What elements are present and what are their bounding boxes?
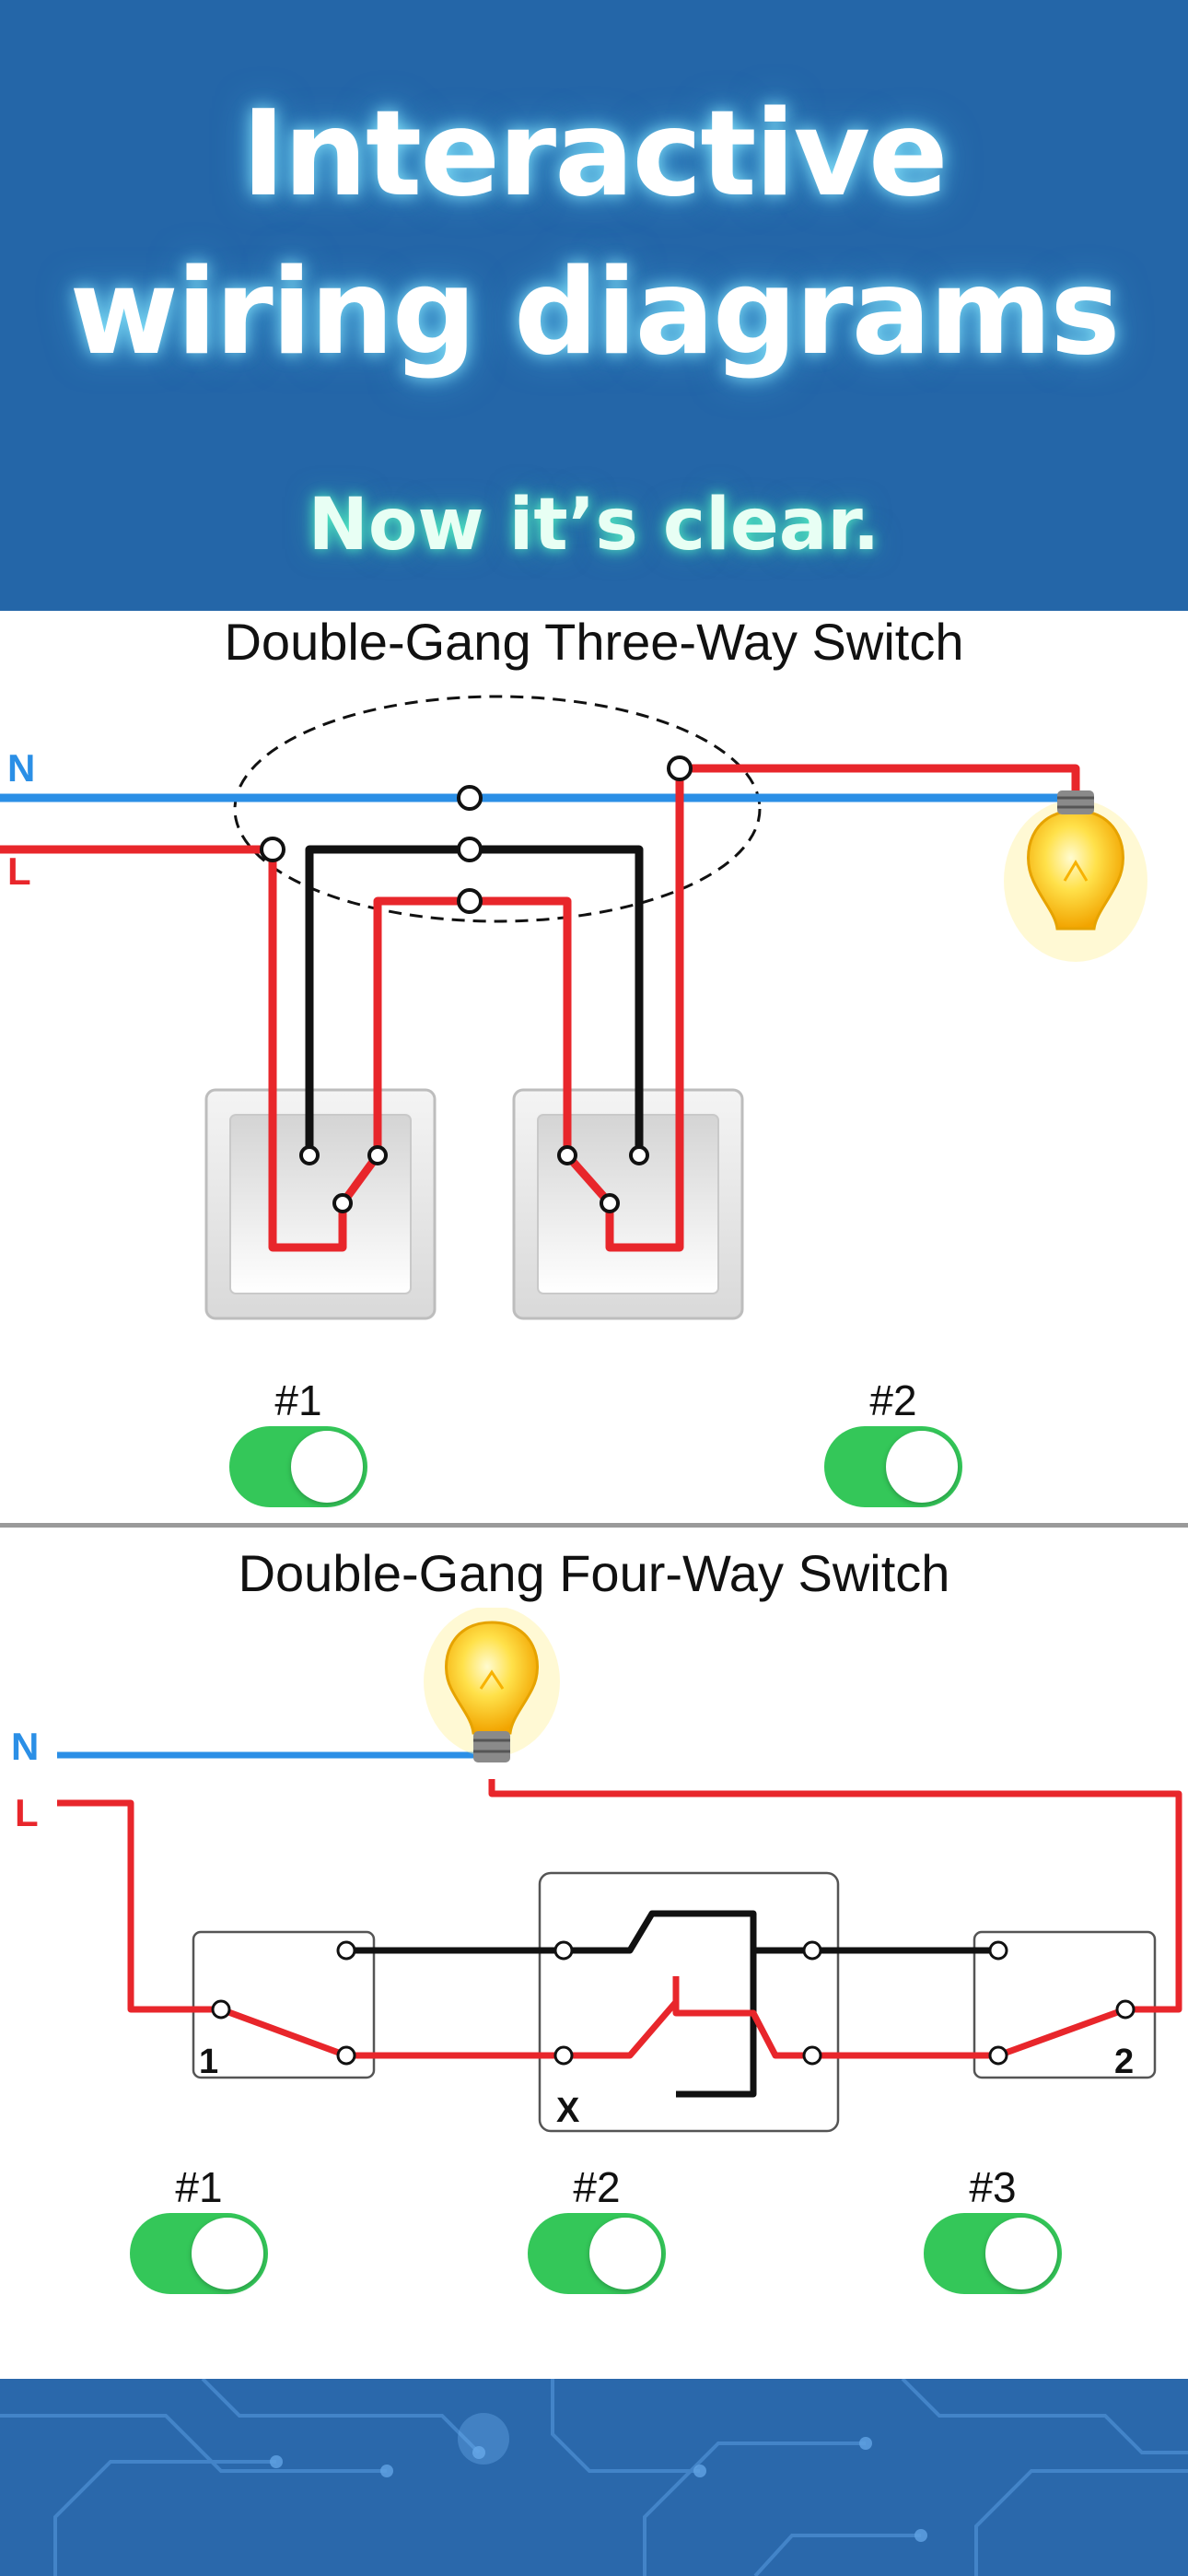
four-way-switch-x-label: X — [556, 2091, 580, 2130]
three-way-diagram: N L — [0, 695, 1147, 1320]
switch-plate-1 — [204, 1088, 437, 1320]
four-way-switch-box-x — [538, 1871, 840, 2133]
four-way-toggle-3-group: #3 — [919, 2161, 1066, 2294]
switch-plate-2 — [512, 1088, 744, 1320]
footer-banner — [0, 2379, 1188, 2576]
four-way-switch-2-label: 2 — [1114, 2043, 1134, 2081]
four-way-switch-box-2 — [973, 1930, 1157, 2079]
four-way-toggle-3-label: #3 — [969, 2163, 1017, 2211]
three-way-toggle-1-group: #1 — [225, 1375, 372, 1507]
header-banner: Interactive wiring diagrams Now it’s cle… — [0, 0, 1188, 611]
switch-2-lever — [996, 2006, 1127, 2059]
four-way-switch-1-toggle[interactable] — [130, 2213, 268, 2294]
four-way-toggle-1-group: #1 — [125, 2161, 273, 2294]
switched-live-wire — [488, 1779, 1182, 2013]
switch-2-lever — [564, 1153, 613, 1206]
four-way-toggle-2-group: #2 — [523, 2161, 670, 2294]
junction-box — [233, 695, 762, 923]
line-label: L — [15, 1791, 39, 1834]
three-way-toggle-2-label: #2 — [869, 1376, 917, 1424]
terminal-icon — [260, 755, 693, 1213]
neutral-label: N — [11, 1725, 39, 1768]
four-way-switch-x-toggle[interactable] — [528, 2213, 666, 2294]
headline: Interactive wiring diagrams — [0, 76, 1188, 392]
x-switch-black-contact — [564, 1910, 757, 2098]
live-wire — [0, 845, 347, 1252]
four-way-diagram: N L 1 X 2 — [11, 1608, 1182, 2133]
three-way-title: Double-Gang Three-Way Switch — [224, 613, 964, 671]
three-way-toggle-2-group: #2 — [820, 1375, 967, 1507]
switched-live-wire — [605, 764, 1080, 1252]
four-way-toggle-2-label: #2 — [573, 2163, 621, 2211]
four-way-title: Double-Gang Four-Way Switch — [238, 1544, 950, 1602]
three-way-switch-1-toggle[interactable] — [229, 1426, 367, 1507]
line-label: L — [7, 849, 31, 893]
toggle-knob — [192, 2218, 263, 2289]
four-way-toggle-1-label: #1 — [175, 2163, 223, 2211]
lightbulb-icon — [1004, 790, 1147, 962]
circuit-pattern — [0, 2379, 1188, 2576]
four-way-switch-box-1 — [192, 1930, 376, 2079]
live-wire — [57, 1799, 221, 2013]
x-switch-red-contact — [564, 1998, 812, 2059]
three-way-switch-2-toggle[interactable] — [824, 1426, 962, 1507]
four-way-switch-1-label: 1 — [199, 2043, 218, 2081]
lightbulb-icon — [424, 1608, 560, 1762]
toggle-knob — [291, 1431, 363, 1503]
switch-1-lever — [219, 2006, 348, 2059]
toggle-knob — [589, 2218, 661, 2289]
headline-line-1: Interactive — [241, 86, 948, 223]
three-way-toggle-1-label: #1 — [274, 1376, 322, 1424]
section-divider — [0, 1523, 1188, 1528]
tagline: Now it’s clear. — [308, 484, 880, 567]
neutral-label: N — [7, 746, 35, 790]
four-way-switch-2-toggle[interactable] — [924, 2213, 1062, 2294]
toggle-knob — [886, 1431, 958, 1503]
terminal-icon — [211, 1940, 1136, 2066]
headline-line-2: wiring diagrams — [69, 244, 1121, 381]
toggle-knob — [985, 2218, 1057, 2289]
